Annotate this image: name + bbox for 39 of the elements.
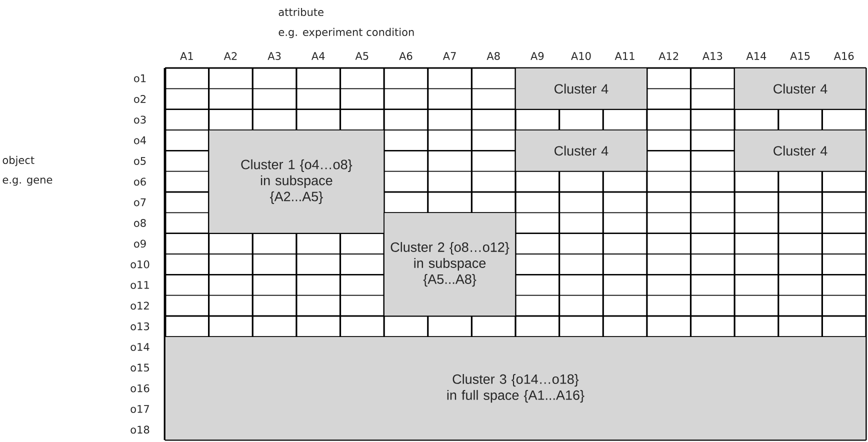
column-label: A13 [702,52,722,60]
row-label: o7 [134,198,146,206]
row-label: o9 [134,240,146,248]
column-label: A8 [486,52,500,60]
column-label: A4 [312,52,325,60]
axis-label: attribute [278,8,324,16]
column-label: A3 [268,52,281,60]
cluster-box: Cluster 3 {o14…o18} in full space {A1...A16} [164,336,866,440]
row-label: o16 [130,384,150,392]
axis-label: e.g. experiment condition [278,28,414,38]
row-label: o18 [130,426,150,434]
cluster-box: Cluster 4 [734,130,866,172]
row-label: o2 [134,95,146,103]
row-label: o17 [130,405,149,413]
row-label: o1 [134,74,146,82]
row-label: o5 [134,157,146,165]
column-label: A12 [658,52,678,60]
row-label: o15 [130,364,149,372]
cluster-box: Cluster 4 [734,68,866,110]
row-label: o8 [134,219,146,227]
column-label: A5 [355,52,368,60]
column-label: A1 [180,52,193,60]
row-label: o11 [130,281,149,289]
axis-label: e.g. gene [2,178,52,186]
cluster-box: Cluster 2 {o8…o12} in subspace {A5...A8} [384,212,516,316]
row-label: o4 [134,136,146,144]
cluster-box: Cluster 4 [515,130,648,172]
column-label: A2 [224,52,237,60]
column-label: A7 [442,52,456,60]
cluster-box: Cluster 4 [515,68,648,110]
row-label: o3 [134,116,146,124]
row-label: o14 [130,343,150,351]
row-label: o13 [130,322,150,330]
axis-label: object [2,156,34,166]
row-label: o12 [130,302,149,310]
row-label: o10 [130,260,150,268]
column-label: A6 [399,52,412,60]
cluster-box: Cluster 1 {o4…o8} in subspace {A2...A5} [208,130,384,234]
row-label: o6 [134,178,146,186]
